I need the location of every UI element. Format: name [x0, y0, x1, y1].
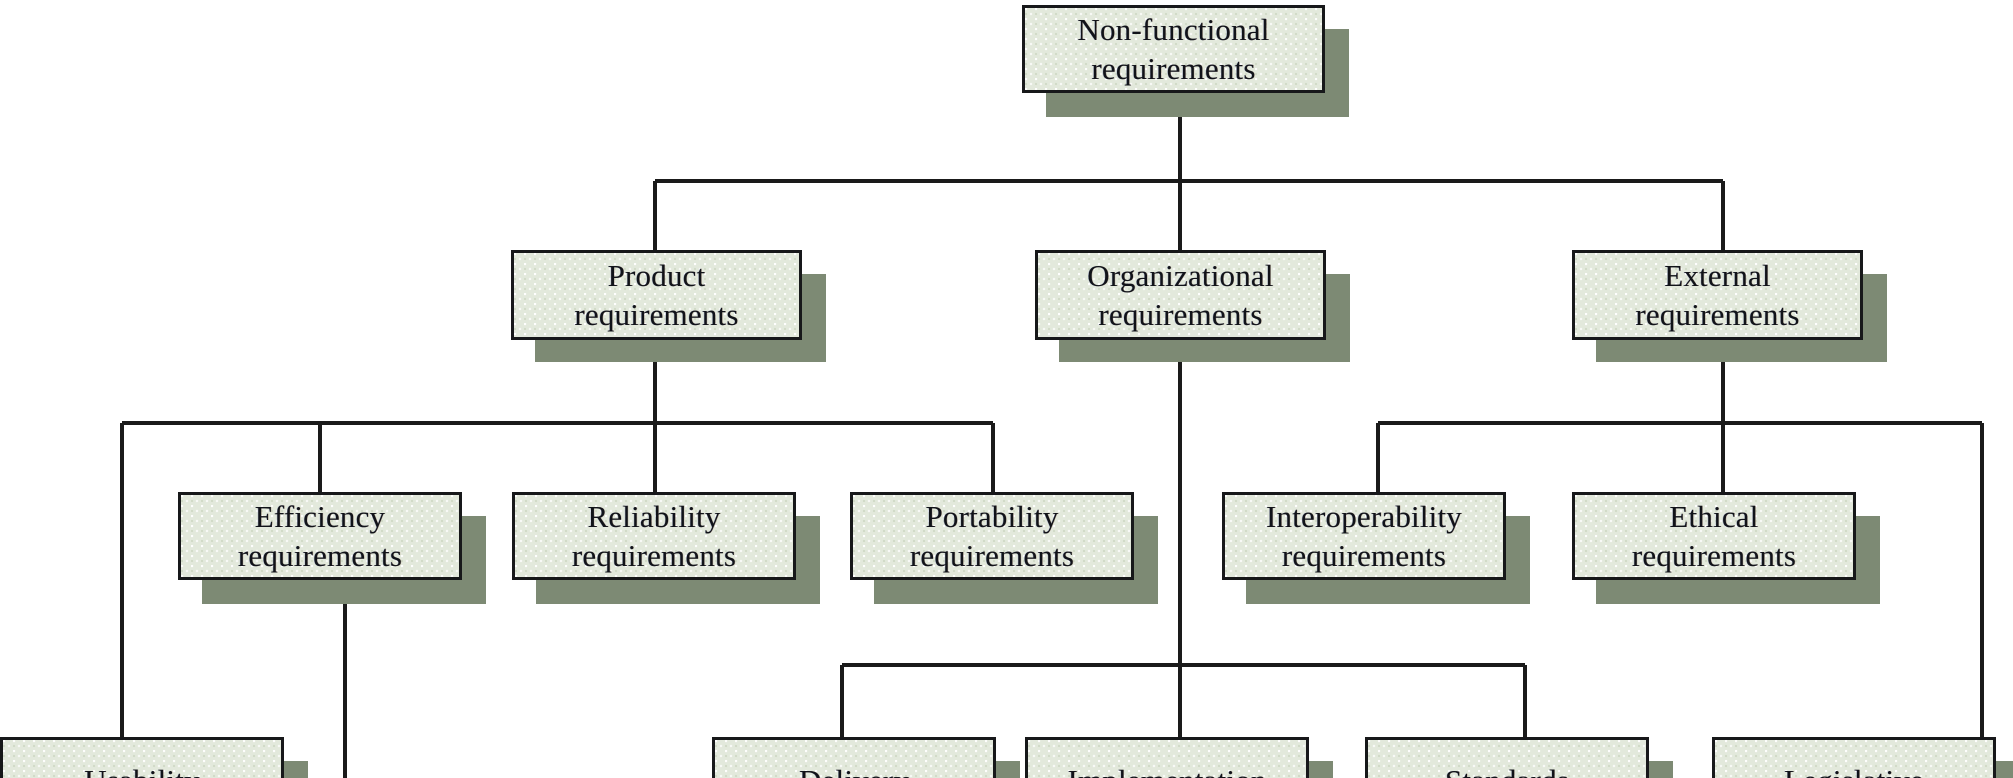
node-label: Interoperability requirements — [1265, 498, 1462, 573]
node-delivery[interactable]: Delivery — [712, 737, 996, 778]
node-label: Legislative — [1715, 761, 1993, 778]
node-legislative[interactable]: Legislative — [1712, 737, 1996, 778]
node-label: Organizational requirements — [1087, 257, 1274, 332]
node-label: Implementation — [1028, 761, 1306, 778]
node-label: External requirements — [1635, 257, 1800, 332]
node-implementation[interactable]: Implementation — [1025, 737, 1309, 778]
node-product-requirements[interactable]: Product requirements — [511, 250, 802, 340]
node-non-functional-requirements[interactable]: Non-functional requirements — [1022, 5, 1325, 93]
node-label: Reliability requirements — [571, 498, 737, 573]
node-label: Delivery — [715, 761, 993, 778]
node-label: Efficiency requirements — [237, 498, 403, 573]
node-label: Standards — [1368, 761, 1646, 778]
node-portability-requirements[interactable]: Portability requirements — [850, 492, 1134, 580]
node-label: Portability requirements — [909, 498, 1075, 573]
node-interoperability-requirements[interactable]: Interoperability requirements — [1222, 492, 1506, 580]
node-label: Non-functional requirements — [1077, 11, 1270, 86]
node-standards[interactable]: Standards — [1365, 737, 1649, 778]
node-usability[interactable]: Usability — [0, 737, 284, 778]
node-label: Usability — [3, 761, 281, 778]
node-organizational-requirements[interactable]: Organizational requirements — [1035, 250, 1326, 340]
node-label: Ethical requirements — [1631, 498, 1797, 573]
node-reliability-requirements[interactable]: Reliability requirements — [512, 492, 796, 580]
node-ethical-requirements[interactable]: Ethical requirements — [1572, 492, 1856, 580]
node-external-requirements[interactable]: External requirements — [1572, 250, 1863, 340]
node-efficiency-requirements[interactable]: Efficiency requirements — [178, 492, 462, 580]
node-label: Product requirements — [574, 257, 739, 332]
